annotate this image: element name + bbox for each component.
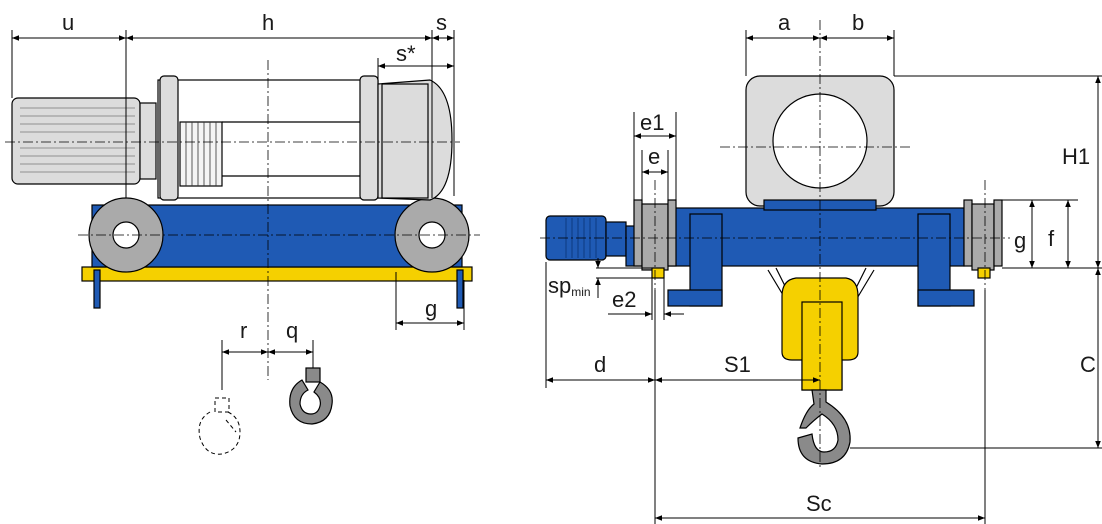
wheel-end-right: [971, 203, 995, 271]
label-d: d: [594, 352, 606, 377]
label-S1: S1: [724, 352, 751, 377]
label-s: s: [436, 10, 447, 35]
label-H1: H1: [1062, 144, 1090, 169]
wheel-right: [394, 197, 470, 273]
label-Sc: Sc: [806, 491, 832, 516]
label-g-right: g: [1014, 228, 1026, 253]
end-view: a b e1 e H1 g f spmin e2 d S1 C Sc: [540, 10, 1102, 524]
motor: [11, 97, 141, 185]
hook-left: [289, 367, 333, 425]
hook-right: [797, 389, 851, 465]
label-e: e: [648, 144, 660, 169]
label-s-star: s*: [396, 41, 416, 66]
label-sp: spmin: [548, 273, 591, 299]
rail-leg-right: [456, 269, 464, 309]
label-a: a: [778, 10, 791, 35]
label-g-left: g: [425, 296, 437, 321]
rail-leg-left: [93, 269, 101, 309]
hook-ghost: [198, 397, 241, 455]
label-q: q: [286, 318, 298, 343]
label-e2: e2: [612, 287, 636, 312]
label-u: u: [62, 10, 74, 35]
label-b: b: [852, 10, 864, 35]
side-view: u h s s* g r q: [5, 10, 480, 455]
label-h: h: [262, 10, 274, 35]
label-e1: e1: [640, 110, 664, 135]
label-C: C: [1080, 352, 1096, 377]
label-f: f: [1048, 226, 1055, 251]
label-r: r: [240, 318, 247, 343]
